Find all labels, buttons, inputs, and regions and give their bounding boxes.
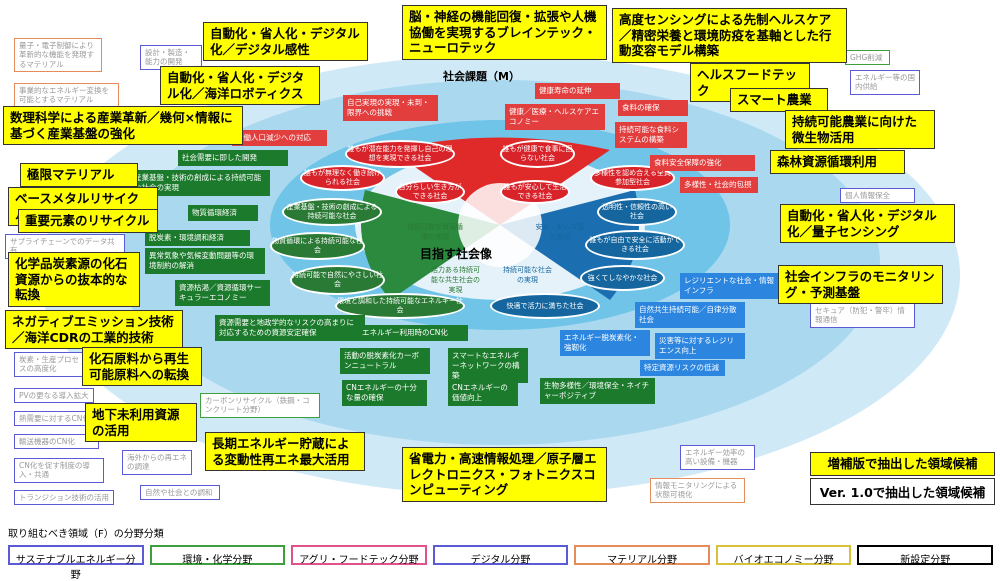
candidate-area: セキュア（防犯・警牢）情報通信 [810, 303, 915, 328]
candidate-area: 量子・電子制御により革新的な機能を発現するマテリアル [14, 38, 102, 73]
focus-area: 自動化・省人化・デジタル化／海洋ロボティクス [160, 66, 320, 106]
challenge-item: 労働人口減少への対応 [232, 130, 327, 146]
focus-area: 化学品炭素源の化石資源からの抜本的な転換 [8, 252, 140, 307]
society-pill: 産業基盤・技術の創成による持続可能な社会 [282, 198, 382, 226]
candidate-area: 情報モニタリングによる状態可視化 [650, 478, 745, 503]
challenge-item: 食料安全保障の強化 [650, 155, 755, 171]
society-pill: 強くてしなやかな社会 [580, 265, 665, 291]
category-digital: デジタル分野 [432, 545, 569, 566]
challenge-item: 社会需要に即した開発 [178, 150, 288, 166]
candidate-area: トランジション技術の活用 [14, 490, 114, 506]
core-label: 活力ある持続可能な共生社会の実現 [431, 266, 480, 294]
category-new: 新設定分野 [857, 545, 994, 566]
candidate-area: 設計・製造・能力の開発 [140, 45, 202, 70]
candidate-area: 炭素・生産プロセスの高度化 [14, 352, 84, 377]
society-pill: 快適で活力に満ちた社会 [490, 293, 600, 319]
challenge-item: 物質循環経済 [188, 205, 258, 221]
legend-heading: 取り組むべき領域（F）の分野分類 [8, 529, 164, 540]
challenge-item: 自然共生持続可能／自律分散社会 [635, 302, 745, 328]
challenge-item: 健康／医療・ヘルスケアエコノミー [505, 104, 605, 130]
category-material: マテリアル分野 [574, 545, 710, 566]
challenge-item: 健康寿命の延伸 [535, 83, 620, 99]
focus-area: 数理科学による産業革新／幾何×情報に基づく産業基盤の強化 [3, 106, 243, 146]
society-pill: 誰もが健康で食事に困らない社会 [500, 140, 575, 168]
category-legend: サステナブルエネルギー分野 環境・化学分野 アグリ・フードテック分野 デジタル分… [8, 545, 994, 581]
center-title: 目指す社会像 [420, 247, 493, 261]
society-pill: 誰もが安心して生活できる社会 [500, 180, 570, 204]
focus-area: 脳・神経の機能回復・拡張や人機協働を実現するブレインテック・ニューロテック [402, 5, 607, 60]
challenge-item: 資源枯渇／資源循環サーキュラーエコノミー [175, 280, 270, 306]
challenge-item: 災害等に対するレジリエンス向上 [655, 333, 745, 359]
society-pill: 環境と調和した持続可能なエネルギー社会 [335, 293, 465, 319]
challenge-item: エネルギー脱炭素化・強靭化 [560, 330, 650, 356]
challenge-item: 特定資源リスクの低減 [640, 360, 725, 376]
candidate-area: エネルギー等の国内供給 [850, 70, 920, 95]
challenge-item: 生物多様性／環境保全・ネイチャーポジティブ [540, 378, 655, 404]
challenge-item: 食料の確保 [618, 100, 688, 116]
focus-area: 社会インフラのモニタリング・予測基盤 [778, 265, 943, 305]
challenge-item: 多様性・社会的包摂 [680, 177, 758, 193]
challenge-item: 活動の脱炭素化カーボンニュートラル [340, 348, 430, 374]
challenge-item: 自己実現の実現・未到・限界への挑戦 [343, 95, 438, 121]
legend-expanded-box: 増補版で抽出した領域候補 [810, 452, 995, 476]
challenge-item: 脱炭素・環境調和経済 [145, 230, 250, 246]
category-sustainable-energy: サステナブルエネルギー分野 [8, 545, 144, 581]
core-label: 持続可能な資源循環の実現 [407, 223, 463, 241]
society-pill: 透明性・信頼性の高い社会 [597, 198, 677, 226]
challenge-item: 異常気象や気候変動問題等の環境制約の解消 [145, 248, 265, 274]
category-bioeconomy: バイオエコノミー分野 [715, 545, 852, 566]
challenge-item: 持続可能な食料システムの構築 [615, 122, 687, 148]
society-pill: 誰もが自由で安全に活動ができる社会 [585, 230, 685, 260]
society-pill: 自分らしい生き方ができる社会 [395, 180, 465, 204]
candidate-area: エネルギー効率の高い設備・機器 [680, 445, 755, 470]
candidate-area: PVの更なる導入拡大 [14, 388, 94, 404]
society-pill: 誰もが無理なく働き続けられる社会 [300, 165, 385, 191]
focus-area: 自動化・省人化・デジタル化／デジタル感性 [203, 22, 368, 62]
focus-area: 極限マテリアル [20, 163, 138, 187]
focus-area: 省電力・高速情報処理／原子層エレクトロニクス・フォトニクスコンピューティング [402, 447, 607, 502]
challenge-item: 資源需要と地政学的なリスクの高まりに対応するための資源安定確保 [215, 315, 365, 341]
candidate-area: 事業的なエネルギー変換を可能とするマテリアル [14, 83, 119, 108]
focus-area: 持続可能農業に向けた微生物活用 [785, 110, 935, 150]
society-label: 社会課題（M） [443, 70, 520, 83]
focus-area: 高度センシングによる先制ヘルスケア／精密栄養と環境防疫を基軸とした行動変容モデル… [612, 8, 847, 63]
core-label: 持続可能な社会の実現 [503, 266, 552, 284]
society-pill: 持続可能で自然にやさしい社会 [290, 265, 385, 295]
challenge-item: レジリエントな社会・情報インフラ [680, 273, 780, 299]
candidate-area: GHG削減 [845, 50, 890, 66]
category-environment-chemistry: 環境・化学分野 [149, 545, 286, 566]
challenge-item: CNエネルギーの価値向上 [448, 380, 518, 406]
challenge-item: エネルギー利用時のCN化 [358, 325, 468, 341]
focus-area: 森林資源循環利用 [770, 150, 905, 174]
core-label: 安全・安心な国の実現 [535, 223, 585, 241]
candidate-area: CN化を促す制度の導入・共通 [14, 458, 104, 483]
focus-area: 重要元素のリサイクル [18, 209, 158, 233]
legend-v1-box: Ver. 1.0で抽出した領域候補 [810, 478, 995, 505]
hub-center-circle [458, 183, 542, 267]
focus-area: 自動化・省人化・デジタル化／量子センシング [780, 204, 955, 244]
focus-area: 地下未利用資源の活用 [85, 403, 197, 443]
challenge-item: スマートなエネルギーネットワークの構築 [448, 348, 528, 384]
focus-area: スマート農業 [730, 88, 828, 112]
focus-area: 化石原料から再生可能原料への転換 [82, 347, 202, 387]
focus-area: ネガティブエミッション技術／海洋CDRの工業的技術 [5, 310, 183, 350]
candidate-area: カーボンリサイクル（鉄鋼・コンクリート分野） [200, 393, 320, 418]
challenge-item: CNエネルギーの十分な量の確保 [342, 380, 427, 406]
candidate-area: 海外からの再エネの調達 [122, 450, 192, 475]
candidate-area: 個人情報保全 [840, 188, 915, 204]
society-pill: 物質循環による持続可能な社会 [270, 232, 365, 260]
category-agri-foodtech: アグリ・フードテック分野 [291, 545, 427, 566]
focus-area: 長期エネルギー貯蔵による変動性再エネ最大活用 [205, 432, 365, 472]
candidate-area: 自然や社会との調和 [140, 485, 220, 501]
society-pill: 誰もが潜在能力を発揮し自己の理想を実現できる社会 [345, 140, 455, 168]
